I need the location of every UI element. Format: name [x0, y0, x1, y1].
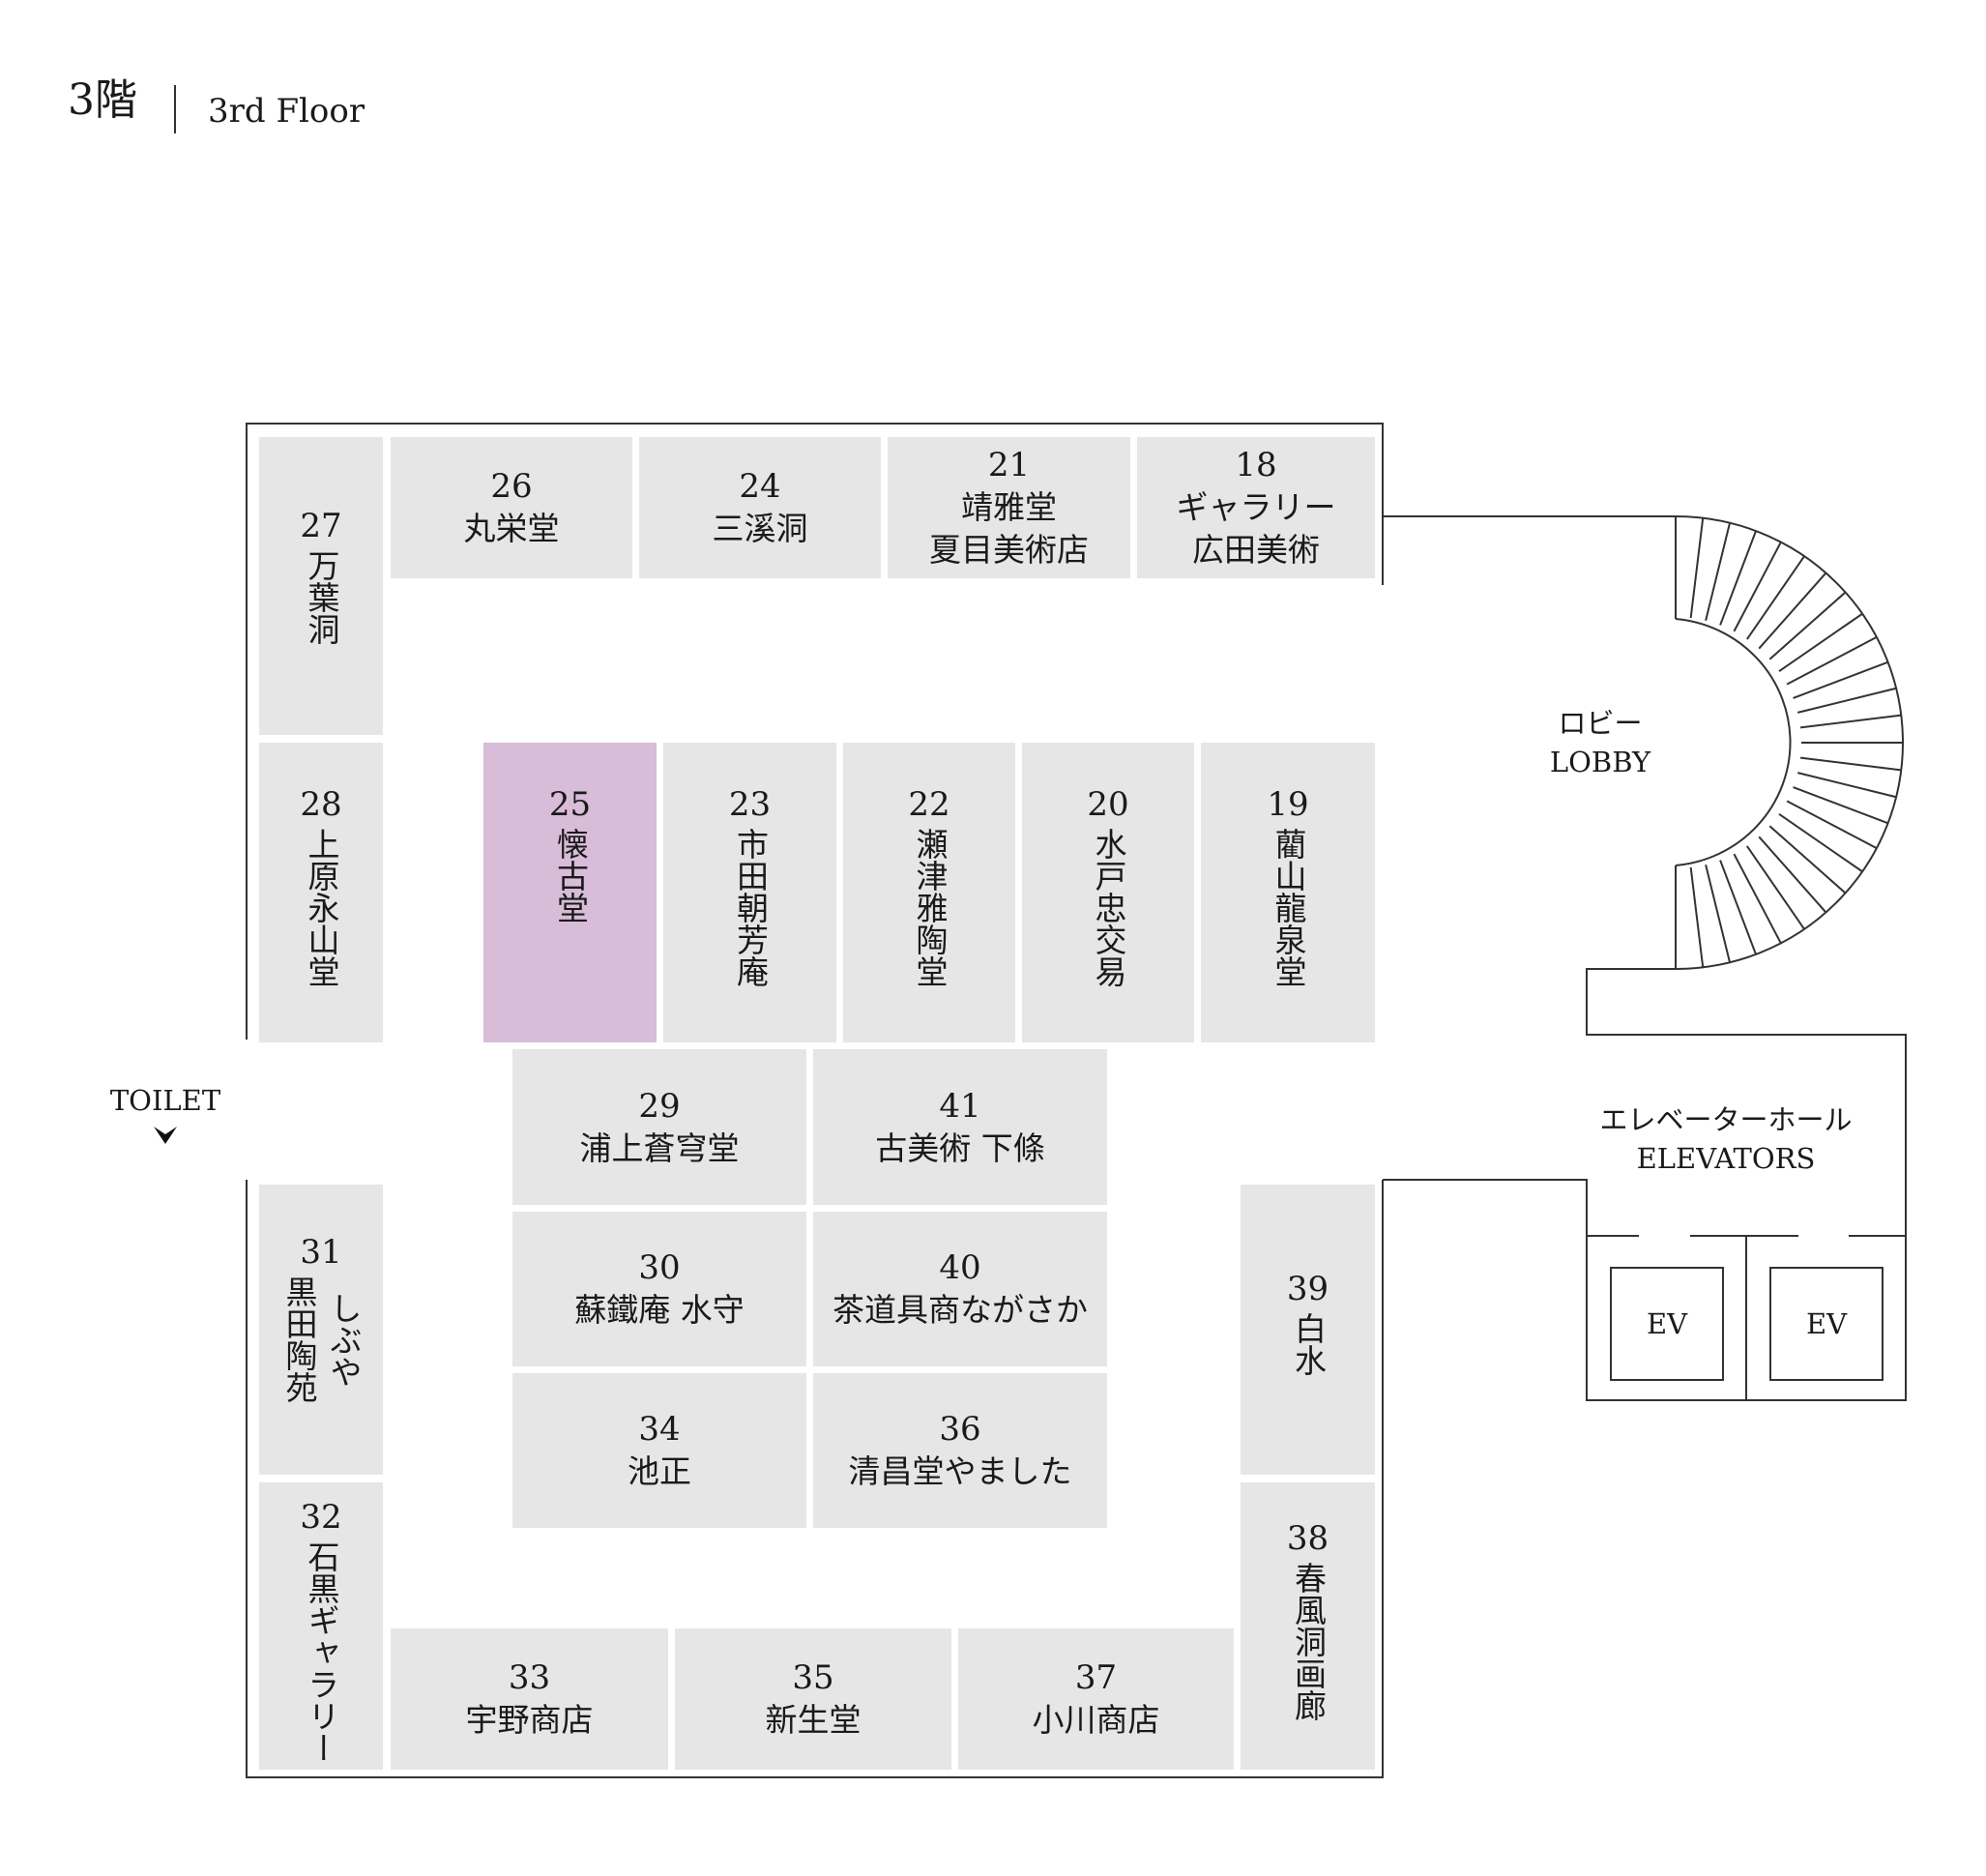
booth-33[interactable]: 33 宇野商店	[391, 1628, 668, 1770]
booth-37[interactable]: 37 小川商店	[958, 1628, 1234, 1770]
stair-step	[1733, 541, 1783, 632]
booth-27[interactable]: 27 万葉洞	[259, 437, 383, 735]
toilet-label[interactable]: TOILET	[93, 1081, 238, 1147]
booth-29[interactable]: 29 浦上蒼穹堂	[512, 1049, 806, 1205]
booth-25[interactable]: 25 懐古堂	[483, 743, 657, 1042]
stairs-inner-arc	[1675, 618, 1792, 866]
floor-title-en: 3rd Floor	[208, 92, 365, 131]
booth-23[interactable]: 23 市田朝芳庵	[663, 743, 836, 1042]
booth-30[interactable]: 30 蘇鐵庵 水守	[512, 1212, 806, 1366]
elevator-1[interactable]: EV	[1610, 1267, 1724, 1381]
floor-title-jp: 3階	[68, 75, 137, 125]
stair-step	[1719, 529, 1758, 626]
booth-41[interactable]: 41 古美術 下條	[813, 1049, 1107, 1205]
stair-step	[1778, 612, 1863, 672]
booth-38[interactable]: 38 春風洞画廊	[1241, 1482, 1375, 1770]
stair-step	[1689, 866, 1705, 969]
lobby-label: ロビー LOBBY	[1549, 707, 1651, 778]
stair-step	[1786, 635, 1878, 686]
hall-wall-bottom	[246, 1180, 1384, 1778]
elevators-label: エレベーターホール ELEVATORS	[1599, 1103, 1853, 1175]
booth-28[interactable]: 28 上原永山堂	[259, 743, 383, 1042]
stair-step	[1799, 714, 1902, 729]
stair-step	[1719, 860, 1758, 956]
stair-step	[1705, 521, 1732, 622]
booth-26[interactable]: 26 丸栄堂	[391, 437, 632, 578]
booth-22[interactable]: 22 瀬津雅陶堂	[843, 743, 1015, 1042]
lobby-wall-bottom	[1383, 968, 1907, 1401]
booth-24[interactable]: 24 三溪洞	[639, 437, 881, 578]
down-arrow-icon	[154, 1127, 177, 1144]
stair-step	[1799, 756, 1902, 772]
stair-step	[1768, 825, 1847, 894]
stair-step	[1793, 660, 1889, 699]
stair-step	[1796, 687, 1897, 714]
hall-wall-top	[246, 423, 1384, 1040]
stair-step	[1746, 555, 1806, 640]
booth-36[interactable]: 36 清昌堂やました	[813, 1373, 1107, 1528]
stair-step	[1746, 845, 1806, 930]
booth-31[interactable]: 31 しぶや 黒田陶苑	[259, 1185, 383, 1475]
stair-step	[1793, 786, 1889, 825]
stair-step	[1758, 835, 1827, 914]
stair-step	[1733, 853, 1783, 945]
stair-step	[1796, 772, 1897, 799]
stair-step	[1768, 591, 1847, 660]
stair-step	[1758, 572, 1827, 650]
stair-step	[1786, 800, 1878, 850]
header-divider	[174, 85, 176, 133]
booth-39[interactable]: 39 白水	[1241, 1185, 1375, 1475]
booth-32[interactable]: 32 石黒ギャラリー	[259, 1482, 383, 1770]
booth-40[interactable]: 40 茶道具商ながさか	[813, 1212, 1107, 1366]
booth-20[interactable]: 20 水戸忠交易	[1022, 743, 1194, 1042]
booth-21[interactable]: 21 靖雅堂 夏目美術店	[888, 437, 1130, 578]
booth-35[interactable]: 35 新生堂	[675, 1628, 951, 1770]
booth-19[interactable]: 19 藺山龍泉堂	[1201, 743, 1375, 1042]
spiral-stairs-icon	[1689, 516, 1903, 969]
stair-step	[1705, 864, 1732, 964]
booth-18[interactable]: 18 ギャラリー 広田美術	[1137, 437, 1375, 578]
stair-step	[1778, 813, 1863, 873]
elevator-2[interactable]: EV	[1769, 1267, 1884, 1381]
stair-step	[1689, 516, 1705, 619]
booth-34[interactable]: 34 池正	[512, 1373, 806, 1528]
